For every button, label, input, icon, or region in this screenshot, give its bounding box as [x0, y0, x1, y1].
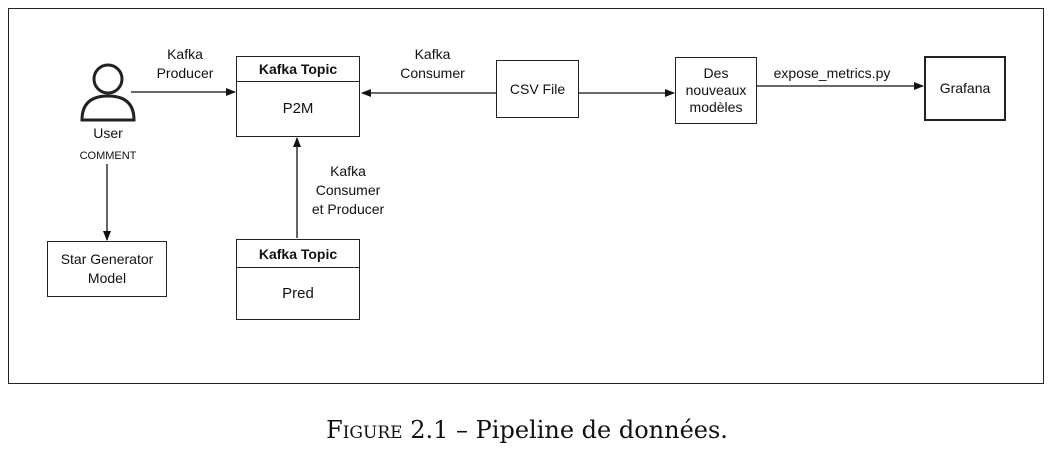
kafka-topic-pred: Kafka Topic Pred: [236, 239, 360, 320]
star-generator-label: Star Generator Model: [60, 251, 154, 286]
expose-metrics-label: expose_metrics.py: [773, 65, 891, 81]
caption-figure-word: Figure: [326, 416, 403, 444]
grafana-box: Grafana: [924, 56, 1006, 121]
csv-file-box: CSV File: [496, 60, 579, 118]
kafka-topic-pred-header: Kafka Topic: [237, 240, 359, 268]
kafka-topic-p2m: Kafka Topic P2M: [236, 56, 360, 137]
user-icon: [80, 63, 136, 122]
diagram-frame: [8, 8, 1044, 384]
grafana-label: Grafana: [939, 80, 991, 96]
kafka-topic-pred-name: Pred: [282, 284, 314, 302]
kafka-producer-label: Kafka Producer: [156, 46, 214, 81]
star-generator-box: Star Generator Model: [47, 241, 167, 297]
caption-text: – Pipeline de données.: [456, 416, 728, 444]
kafka-topic-p2m-header: Kafka Topic: [237, 57, 359, 82]
caption-number: 2.1: [410, 416, 449, 444]
user-label: User: [93, 125, 123, 141]
kafka-consumer-producer-label: Kafka Consumer et Producer: [311, 163, 385, 217]
new-models-label: Des nouveaux modèles: [685, 65, 747, 115]
new-models-box: Des nouveaux modèles: [675, 57, 757, 124]
kafka-topic-p2m-name: P2M: [282, 99, 314, 117]
figure-caption: Figure 2.1 – Pipeline de données.: [0, 416, 1054, 444]
user-sublabel: COMMENT: [79, 150, 137, 162]
kafka-consumer-label: Kafka Consumer: [400, 46, 465, 81]
csv-file-label: CSV File: [509, 80, 566, 97]
